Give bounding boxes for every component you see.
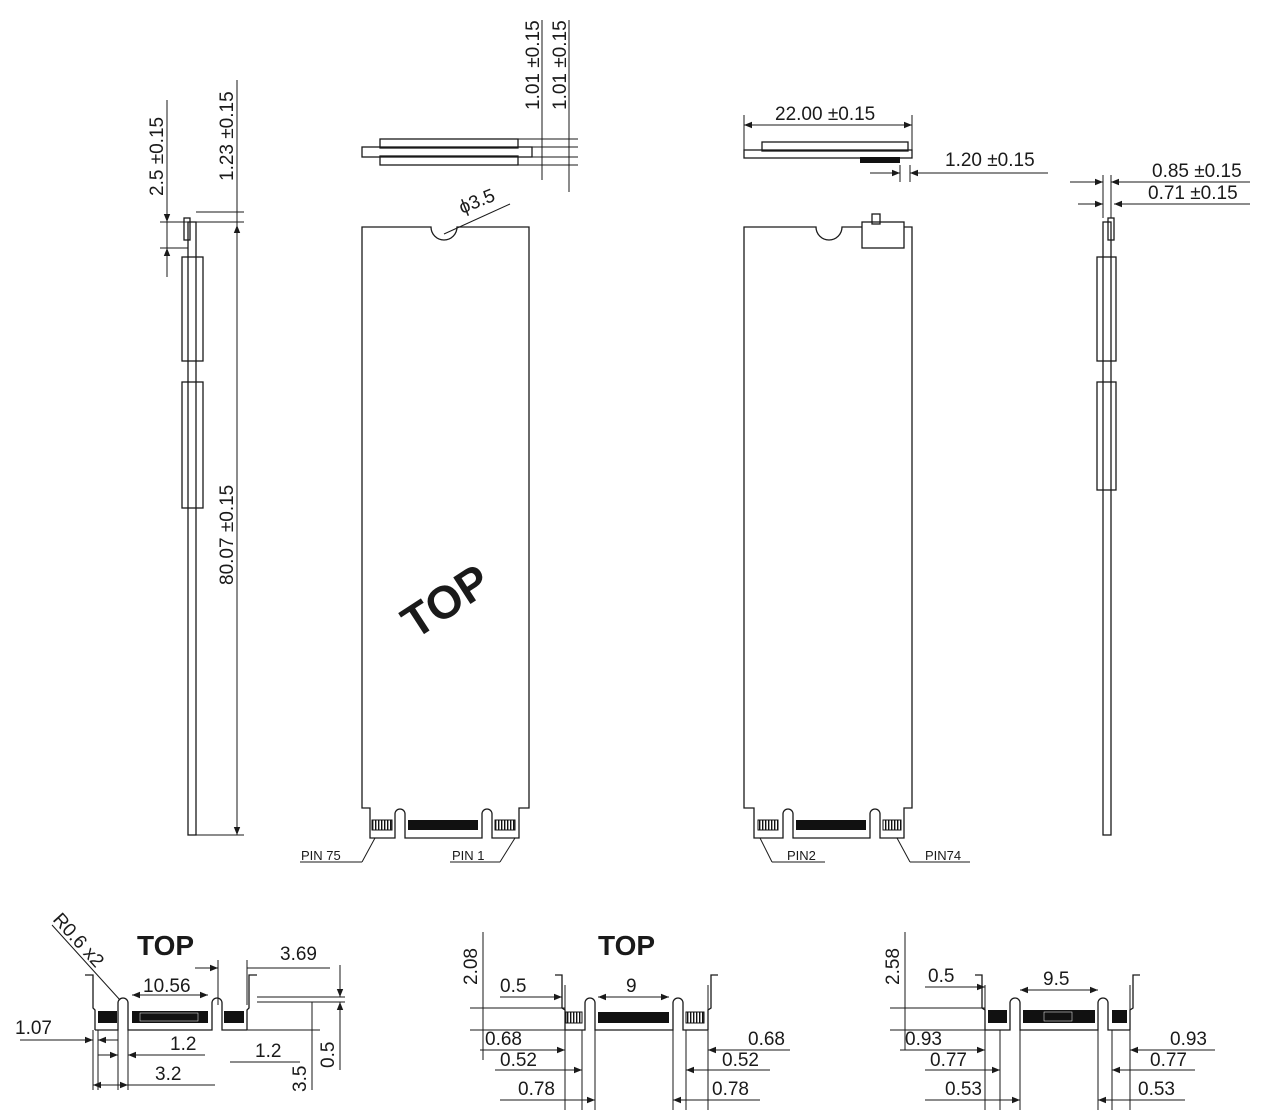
dim-0-71: 0.71 ±0.15 bbox=[1148, 183, 1238, 204]
pcb-outline-top bbox=[361, 226, 530, 839]
top-edge-view: 1.01 ±0.15 1.01 ±0.15 bbox=[361, 20, 578, 192]
dim-80-07: 80.07 ±0.15 bbox=[217, 485, 238, 585]
detail-b-0-68-l: 0.68 bbox=[485, 1029, 522, 1050]
detail-c-0-77-r: 0.77 bbox=[1150, 1050, 1187, 1071]
top-label-main: TOP bbox=[392, 554, 499, 649]
detail-a-radius: R0.6 x2 bbox=[48, 909, 107, 972]
front-view-top: ϕ3.5 TOP PIN 75 PIN 1 bbox=[300, 185, 530, 863]
connector-pads-main-b bbox=[796, 820, 866, 830]
top-label-detail-b: TOP bbox=[598, 930, 655, 961]
dim-1-01-a: 1.01 ±0.15 bbox=[523, 20, 544, 110]
detail-b-0-52-l: 0.52 bbox=[500, 1050, 537, 1071]
chip-block-lower bbox=[181, 381, 204, 509]
detail-b: TOP 2.08 0.5 9 0.68 0.68 0.52 0.52 0.78 … bbox=[461, 930, 790, 1110]
left-side-view: 2.5 ±0.15 1.23 ±0.15 80.07 ±0.15 bbox=[147, 80, 244, 836]
pcb-edge-left bbox=[187, 221, 197, 836]
detail-a: R0.6 x2 TOP 10.56 3.69 0.5 3.5 1.07 1.2 … bbox=[15, 909, 345, 1092]
pcb-outline-bottom bbox=[743, 226, 913, 839]
pin1-label: PIN 1 bbox=[452, 848, 485, 863]
dim-1-01-b: 1.01 ±0.15 bbox=[550, 20, 571, 110]
detail-a-1-2-b: 1.2 bbox=[255, 1041, 281, 1062]
chip-layer-bottom bbox=[379, 155, 519, 166]
dim-1-23: 1.23 ±0.15 bbox=[217, 91, 238, 181]
detail-a-0-5: 0.5 bbox=[318, 1042, 339, 1068]
detail-c: 2.58 0.5 9.5 0.93 0.93 0.77 0.77 0.53 0.… bbox=[883, 932, 1215, 1110]
board-layer bbox=[361, 146, 533, 158]
detail-c-2-58: 2.58 bbox=[883, 948, 904, 985]
detail-b-0-52-r: 0.52 bbox=[722, 1050, 759, 1071]
detail-b-2-08: 2.08 bbox=[461, 948, 482, 985]
detail-c-9-5: 9.5 bbox=[1043, 969, 1069, 990]
pin2-label: PIN2 bbox=[787, 848, 816, 863]
detail-b-0-78-l: 0.78 bbox=[518, 1079, 555, 1100]
connector-pads-left bbox=[371, 819, 393, 831]
pin75-label: PIN 75 bbox=[301, 848, 341, 863]
detail-c-0-53-r: 0.53 bbox=[1138, 1079, 1175, 1100]
detail-a-1-2-a: 1.2 bbox=[170, 1034, 196, 1055]
component-stub bbox=[183, 217, 191, 241]
dim-0-85: 0.85 ±0.15 bbox=[1152, 161, 1242, 182]
right-side-view: 0.85 ±0.15 0.71 ±0.15 bbox=[1070, 161, 1250, 836]
detail-c-0-93-l: 0.93 bbox=[905, 1029, 942, 1050]
dim-hole: ϕ3.5 bbox=[456, 185, 498, 218]
back-view-bottom: PIN2 PIN74 bbox=[743, 213, 970, 863]
detail-b-9: 9 bbox=[626, 976, 637, 997]
connector-pads-right bbox=[494, 819, 516, 831]
detail-c-0-77-l: 0.77 bbox=[930, 1050, 967, 1071]
chip-layer-right bbox=[761, 141, 909, 152]
detail-c-0-5: 0.5 bbox=[928, 966, 954, 987]
bottom-edge-view: 22.00 ±0.15 1.20 ±0.15 bbox=[743, 104, 1048, 182]
detail-a-10-56: 10.56 bbox=[143, 976, 191, 997]
detail-a-3-2: 3.2 bbox=[155, 1064, 181, 1085]
detail-c-0-53-l: 0.53 bbox=[945, 1079, 982, 1100]
top-label-detail-a: TOP bbox=[137, 930, 194, 961]
smd-component bbox=[861, 221, 905, 249]
detail-b-0-68-r: 0.68 bbox=[748, 1029, 785, 1050]
chip-layer-top bbox=[379, 138, 519, 149]
pin74-label: PIN74 bbox=[925, 848, 961, 863]
connector-pads-main bbox=[408, 820, 478, 830]
board-layer-right bbox=[743, 149, 913, 159]
detail-a-3-5: 3.5 bbox=[290, 1066, 311, 1092]
dim-1-20: 1.20 ±0.15 bbox=[945, 150, 1035, 171]
detail-c-0-93-r: 0.93 bbox=[1170, 1029, 1207, 1050]
dim-width: 22.00 ±0.15 bbox=[775, 104, 875, 125]
detail-b-0-5: 0.5 bbox=[500, 976, 526, 997]
component-right bbox=[860, 157, 900, 163]
detail-a-1-07: 1.07 bbox=[15, 1018, 52, 1039]
dim-2-5: 2.5 ±0.15 bbox=[147, 117, 168, 196]
detail-b-0-78-r: 0.78 bbox=[712, 1079, 749, 1100]
chip-block-upper bbox=[181, 256, 204, 362]
detail-a-3-69: 3.69 bbox=[280, 944, 317, 965]
